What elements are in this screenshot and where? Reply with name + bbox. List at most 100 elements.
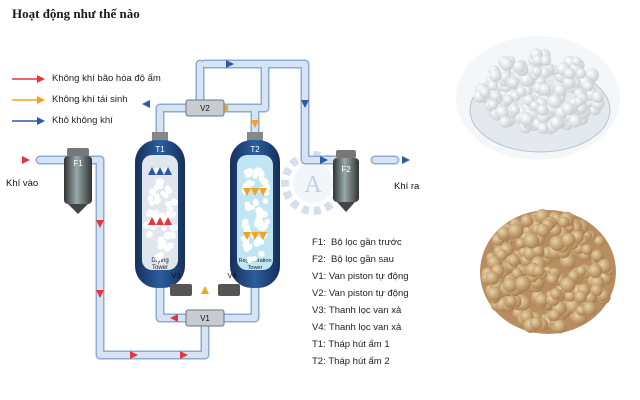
desiccant-bead bbox=[170, 198, 178, 206]
desiccant-bead bbox=[560, 277, 576, 293]
desiccant-bead bbox=[165, 200, 172, 207]
valve-v2: V2 bbox=[185, 99, 225, 117]
desiccant-bead bbox=[255, 206, 263, 214]
valve-v4: V4 bbox=[218, 271, 240, 296]
desiccant-bead bbox=[147, 195, 154, 202]
key-row: V3: Thanh lọc van xả bbox=[312, 305, 402, 316]
desiccant-bead bbox=[513, 60, 526, 73]
desiccant-bead bbox=[576, 68, 587, 79]
desiccant-bead bbox=[540, 55, 552, 66]
desiccant-bead bbox=[254, 217, 262, 225]
desiccant-bead bbox=[153, 210, 160, 216]
desiccant-bead bbox=[591, 91, 604, 103]
desiccant-bead bbox=[258, 176, 266, 183]
desiccant-bead bbox=[515, 86, 527, 98]
white-desiccant-photo bbox=[456, 36, 620, 160]
tower-t1-name: Tower bbox=[152, 265, 168, 271]
brown-desiccant-photo bbox=[480, 209, 616, 334]
desiccant-bead bbox=[487, 286, 502, 301]
desiccant-bead bbox=[507, 254, 520, 267]
desiccant-bead bbox=[564, 290, 576, 302]
desiccant-bead bbox=[547, 94, 562, 109]
desiccant-bead bbox=[502, 277, 518, 293]
desiccant-bead bbox=[249, 180, 255, 187]
valve-v2-label: V2 bbox=[200, 104, 210, 113]
legend-item-saturated: Không khí bão hòa độ ẩm bbox=[10, 68, 161, 89]
desiccant-bead bbox=[524, 233, 540, 249]
red-arrow-icon bbox=[96, 290, 104, 298]
desiccant-bead bbox=[146, 231, 153, 238]
desiccant-bead bbox=[264, 218, 271, 225]
tower-t1-label: T1 bbox=[155, 145, 165, 154]
desiccant-bead bbox=[532, 66, 542, 77]
blue-arrow-icon bbox=[12, 116, 45, 125]
desiccant-bead bbox=[170, 223, 178, 232]
desiccant-bead bbox=[153, 198, 160, 205]
desiccant-bead bbox=[583, 301, 597, 316]
desiccant-bead bbox=[253, 200, 260, 206]
desiccant-bead bbox=[574, 97, 584, 107]
desiccant-bead bbox=[499, 116, 512, 128]
desiccant-bead bbox=[532, 264, 545, 277]
desiccant-bead bbox=[550, 288, 562, 300]
desiccant-bead bbox=[536, 223, 550, 237]
desiccant-bead bbox=[500, 57, 514, 71]
red-arrow-icon bbox=[22, 156, 30, 164]
desiccant-bead bbox=[581, 244, 593, 255]
desiccant-bead bbox=[515, 238, 526, 249]
desiccant-bead bbox=[154, 253, 162, 261]
red-arrow-icon bbox=[170, 314, 178, 322]
desiccant-bead bbox=[244, 204, 252, 212]
desiccant-bead bbox=[549, 116, 564, 130]
regeneration-tower-t2: T2 Regeneration Tower bbox=[230, 132, 280, 288]
desiccant-bead bbox=[262, 198, 269, 204]
valve-v4-label: V4 bbox=[227, 271, 236, 280]
filter-f2: F2 bbox=[333, 150, 359, 212]
filter-f1: F1 bbox=[64, 148, 92, 214]
desiccant-bead bbox=[495, 105, 509, 119]
desiccant-bead bbox=[562, 76, 576, 90]
valve-v1: V1 bbox=[185, 309, 225, 327]
tower-t2-label: T2 bbox=[250, 145, 260, 154]
desiccant-bead bbox=[246, 170, 253, 177]
desiccant-bead bbox=[511, 267, 523, 280]
legend-label: Không khí tái sinh bbox=[52, 94, 128, 105]
desiccant-bead bbox=[539, 83, 552, 96]
desiccant-bead bbox=[148, 188, 156, 196]
desiccant-bead bbox=[495, 249, 508, 261]
desiccant-bead bbox=[546, 273, 559, 285]
desiccant-bead bbox=[571, 56, 582, 67]
flow-arrows bbox=[22, 60, 410, 359]
desiccant-bead bbox=[252, 172, 259, 179]
desiccant-bead bbox=[562, 102, 575, 115]
desiccant-bead bbox=[260, 210, 268, 218]
desiccant-bead bbox=[576, 265, 587, 277]
blue-arrow-icon bbox=[301, 100, 309, 108]
valve-v3-label: V3 bbox=[171, 271, 180, 280]
key-row: V4: Thanh lọc van xả bbox=[312, 322, 402, 333]
desiccant-bead bbox=[160, 190, 166, 196]
desiccant-bead bbox=[169, 233, 176, 239]
desiccant-bead bbox=[520, 112, 534, 127]
desiccant-bead bbox=[251, 256, 258, 262]
desiccant-bead bbox=[588, 263, 603, 278]
desiccant-bead bbox=[154, 193, 160, 200]
desiccant-bead bbox=[549, 235, 565, 251]
desiccant-bead bbox=[563, 67, 576, 80]
desiccant-bead bbox=[505, 295, 517, 307]
desiccant-bead bbox=[502, 94, 514, 106]
desiccant-bead bbox=[507, 77, 519, 89]
key-row: T2: Tháp hút ẩm 2 bbox=[312, 356, 390, 367]
filter-f2-label: F2 bbox=[341, 165, 351, 174]
desiccant-bead bbox=[490, 91, 501, 102]
legend-item-dry: Khô không khí bbox=[10, 110, 161, 131]
desiccant-bead bbox=[594, 235, 605, 247]
desiccant-bead bbox=[161, 225, 167, 231]
filter-f1-label: F1 bbox=[73, 159, 83, 168]
desiccant-bead bbox=[509, 104, 520, 116]
desiccant-bead bbox=[164, 231, 172, 238]
legend-item-regeneration: Không khí tái sinh bbox=[10, 89, 161, 110]
desiccant-bead bbox=[515, 276, 531, 292]
blue-arrow-icon bbox=[402, 156, 410, 164]
desiccant-bead bbox=[535, 293, 549, 307]
